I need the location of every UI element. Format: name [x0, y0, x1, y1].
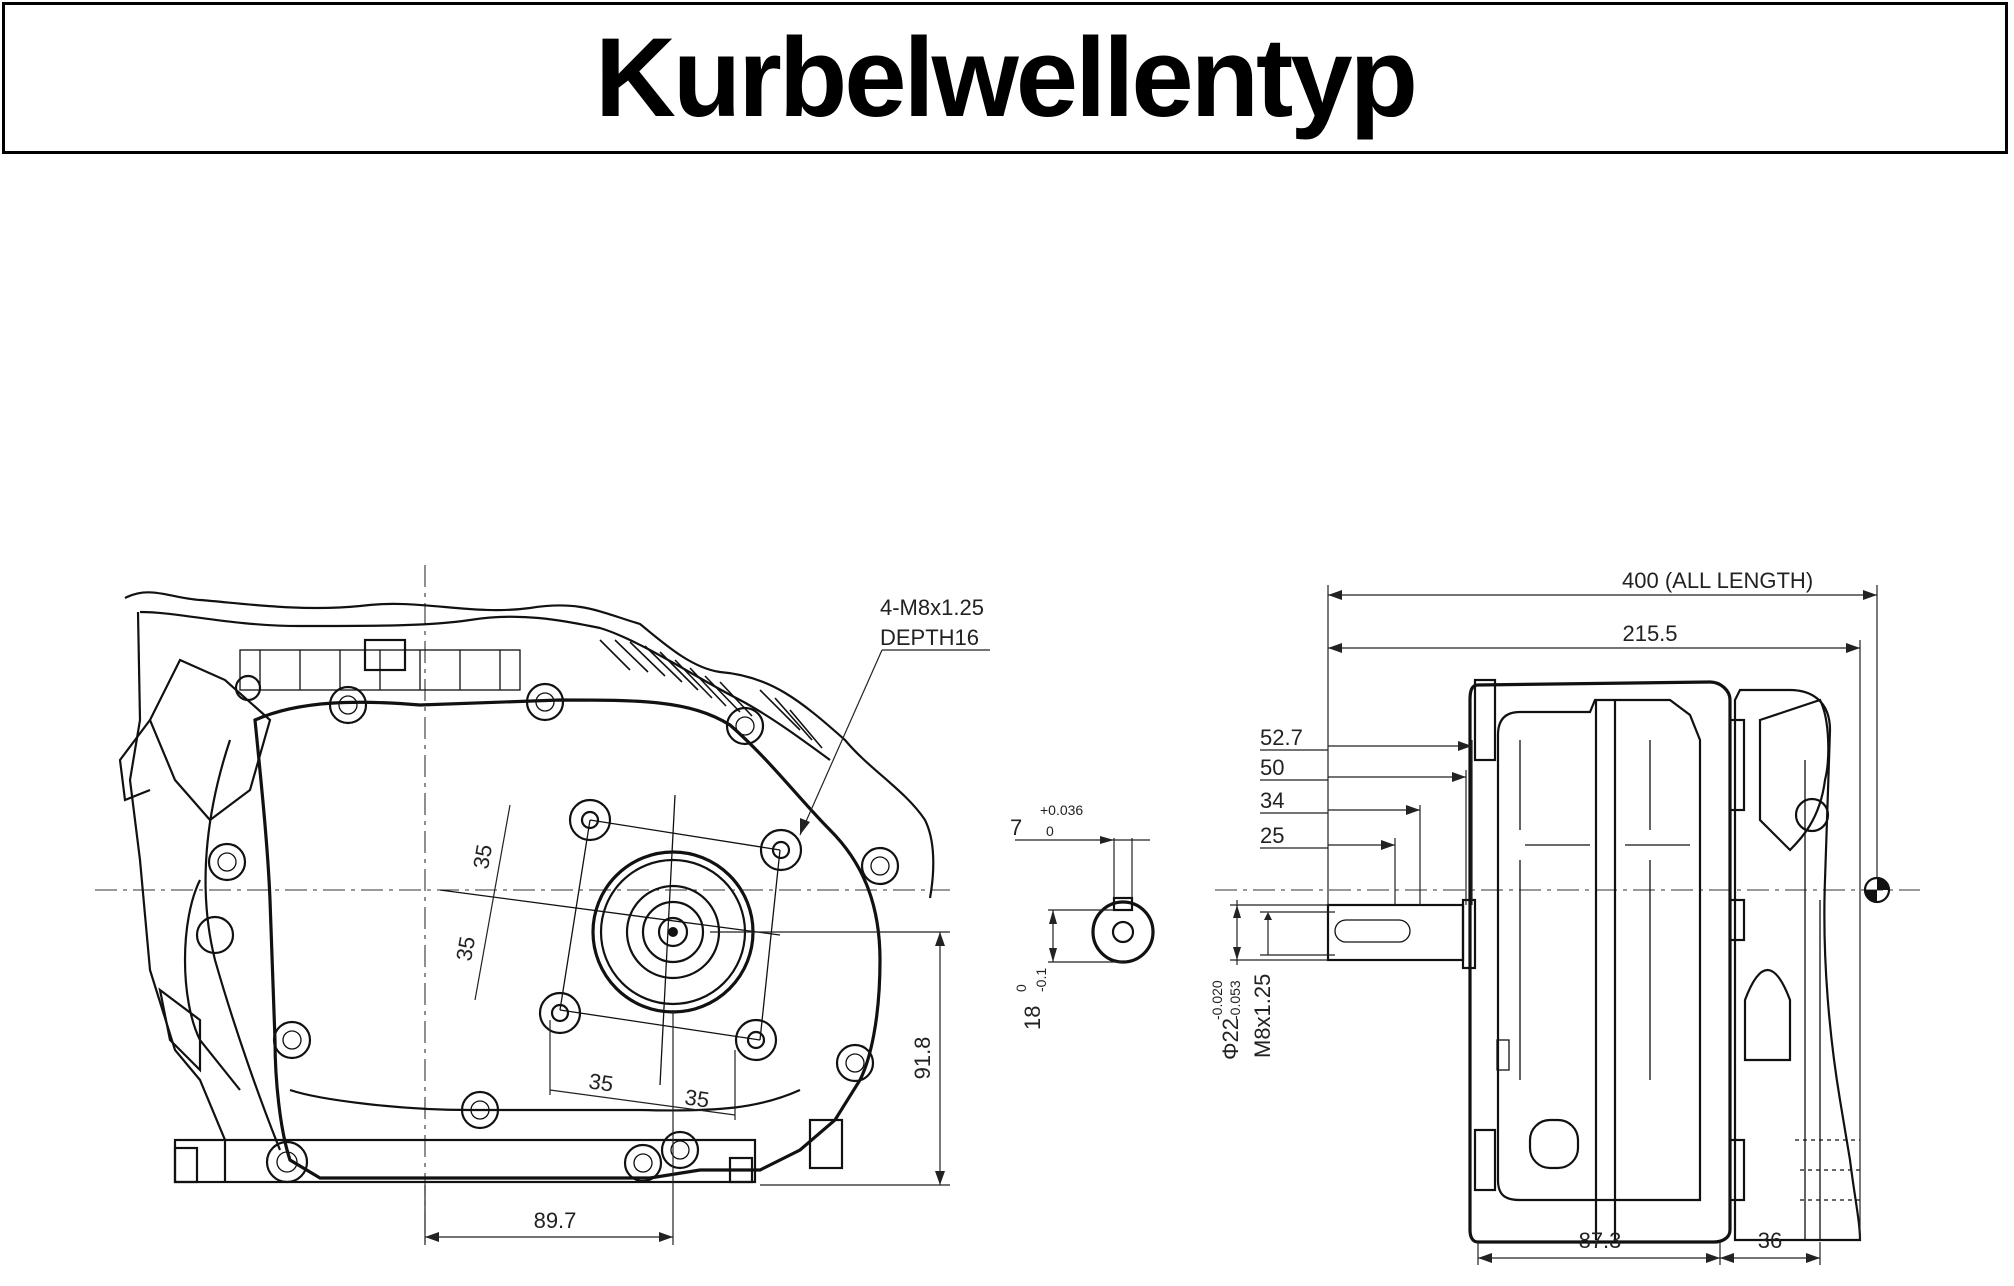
dim-key-width-tol-lower: 0 — [1046, 823, 1054, 839]
hole-note-line1: 4-M8x1.25 — [880, 595, 984, 620]
dim-shaft-tol-upper: -0.020 — [1209, 980, 1225, 1020]
dim-50: 50 — [1260, 755, 1284, 780]
crankcase-outline — [253, 698, 882, 1180]
dim-215: 215.5 — [1622, 621, 1677, 646]
dim-52: 52.7 — [1260, 725, 1303, 750]
pcd-diagonal — [659, 794, 676, 1086]
bolt — [660, 1130, 700, 1170]
left-inner — [183, 879, 241, 1091]
pcd-line — [759, 849, 781, 1041]
dim-pcd-v1: 35 — [468, 842, 497, 870]
dim-key-width: 7 — [1010, 815, 1022, 840]
hole-note-line2: DEPTH16 — [880, 625, 979, 650]
dim-key-depth-tol-upper: 0 — [1013, 984, 1029, 992]
dim-34: 34 — [1260, 788, 1284, 813]
bolt — [860, 846, 900, 886]
rear-cover — [1733, 688, 1862, 1242]
dim-pcd-v-line — [474, 804, 511, 1001]
engine-housing — [1468, 680, 1732, 1244]
pcd-diagonal — [439, 889, 781, 936]
rear-flange-2 — [1728, 898, 1746, 942]
drain-plug — [1528, 1118, 1580, 1170]
right-tab — [808, 1118, 844, 1170]
shroud-outline — [124, 591, 935, 899]
keyway — [1112, 896, 1134, 912]
dim-shaft-tol-lower: -0.053 — [1227, 980, 1243, 1020]
crankcase-rib — [289, 1088, 801, 1112]
left-bracket — [158, 987, 202, 1073]
shaft-section: 7 +0.036 0 18 0 -0.1 — [1010, 802, 1155, 1030]
rear-base — [1795, 1139, 1860, 1201]
dim-key-width-tol-upper: +0.036 — [1040, 802, 1083, 818]
mount-hole — [759, 828, 803, 872]
perimeter-bolts — [207, 674, 900, 1184]
pcd-line — [559, 819, 591, 1011]
left-inner-2 — [204, 739, 282, 1151]
bolt — [207, 842, 247, 882]
hole-leader — [799, 649, 883, 836]
bolt — [835, 1043, 875, 1083]
page-title: Kurbelwellentyp — [594, 15, 1418, 140]
dim-87: 87.3 — [1579, 1228, 1622, 1253]
bolt — [623, 1143, 663, 1183]
mount-hole — [568, 798, 612, 842]
title-box: Kurbelwellentyp — [2, 2, 2008, 154]
bolt — [272, 1020, 312, 1060]
pcd-line — [559, 1009, 761, 1041]
rear-lines — [1804, 760, 1821, 1240]
bolt — [525, 682, 565, 722]
dim-key-depth-tol-lower: -0.1 — [1033, 968, 1049, 992]
dim-pcd-v2: 35 — [451, 934, 480, 962]
bolt — [460, 1090, 500, 1130]
dim-key-depth: 18 — [1020, 1006, 1045, 1030]
bolt — [234, 674, 262, 702]
bolt — [328, 685, 368, 725]
housing-ribs — [1519, 740, 1651, 1080]
left-boss — [195, 915, 235, 955]
base-foot-right — [728, 1156, 754, 1184]
dim-pcd-h2: 35 — [683, 1084, 711, 1112]
shroud-hatching — [599, 639, 823, 749]
breather — [1496, 1039, 1510, 1071]
mount-hole — [538, 991, 582, 1035]
mount-hole — [734, 1018, 778, 1062]
pcd-line — [589, 819, 781, 851]
shroud-inner — [139, 610, 831, 761]
crankshaft — [1326, 903, 1465, 962]
dim-shaft-dia: Φ22 — [1218, 1018, 1243, 1060]
shaft-section-inner — [1111, 920, 1135, 944]
dim-pcd-h-line — [549, 1089, 736, 1116]
recoil-handle — [1758, 698, 1830, 852]
mounting-pattern — [439, 794, 803, 1086]
front-view: 35 35 35 35 4-M8x1.25 DEPTH16 91.8 89.7 — [95, 565, 990, 1245]
dim-36: 36 — [1758, 1228, 1782, 1253]
lever — [118, 719, 151, 802]
shaft-keyway — [1334, 919, 1411, 943]
dim-25: 25 — [1260, 823, 1284, 848]
starter-box — [148, 658, 272, 822]
dim-pcd-h1: 35 — [587, 1068, 615, 1096]
housing-flange-bottom — [1473, 1128, 1497, 1192]
bolt — [265, 1140, 309, 1184]
rear-boss — [1794, 797, 1830, 833]
side-view: 400 (ALL LENGTH) 215.5 52.7 50 34 25 — [1209, 568, 1920, 1265]
dim-offset: 89.7 — [534, 1208, 577, 1233]
base-foot-left — [173, 1146, 199, 1184]
dim-thread: M8x1.25 — [1250, 974, 1275, 1058]
dim-total: 400 (ALL LENGTH) — [1622, 568, 1813, 593]
rear-flange-3 — [1728, 1138, 1746, 1202]
left-outline — [128, 611, 227, 1182]
bolt — [725, 706, 765, 746]
housing-inner — [1496, 698, 1702, 1202]
fuel-tap — [1743, 969, 1792, 1062]
dim-height: 91.8 — [910, 1037, 935, 1080]
fin-block — [363, 638, 407, 672]
rear-flange — [1728, 718, 1746, 812]
housing-flange-top — [1473, 678, 1497, 762]
